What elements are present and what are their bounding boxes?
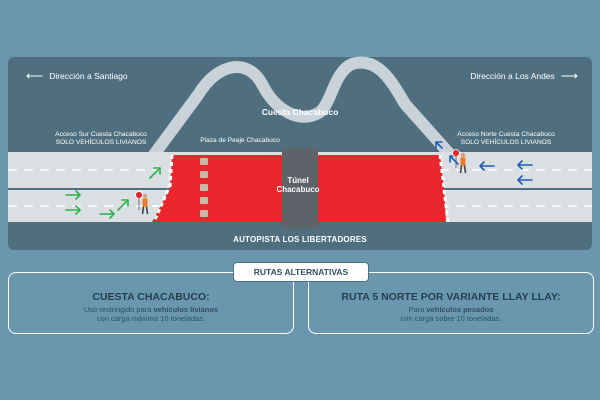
direction-los-andes: Dirección a Los Andes ⟶ [470,70,578,82]
alt-route-ruta5-line1-bold: vehículos pesados [426,305,494,314]
alt-route-ruta5-line2: con carga sobre 10 toneladas. [400,314,502,323]
arrow-left-icon: ⟵ [26,69,44,83]
alt-route-cuesta-line1-bold: vehículos livianos [153,305,219,314]
closure-zone-left [152,155,282,222]
acceso-norte-line2: SOLO VEHÍCULOS LIVIANOS [460,139,552,146]
direction-santiago-label: Dirección a Santiago [49,71,128,81]
worker-left [135,191,149,215]
alternatives-title: RUTAS ALTERNATIVAS [233,262,369,282]
tunnel-line2: Chacabuco [276,185,320,194]
cuesta-road [144,56,461,166]
acceso-sur-line1: Acceso Sur Cuesta Chacabuco [55,131,147,138]
alt-route-ruta5-heading: RUTA 5 NORTE POR VARIANTE LLAY LLAY: [341,291,561,303]
tunnel-block [282,148,318,228]
green-arrows [65,167,161,219]
autopista-label: AUTOPISTA LOS LIBERTADORES [233,235,367,244]
arrow-right-icon: ⟶ [560,69,578,83]
direction-santiago: ⟵ Dirección a Santiago [26,70,128,82]
acceso-norte-line1: Acceso Norte Cuesta Chacabuco [457,131,555,138]
barrier-left [168,154,174,189]
cuesta-label: Cuesta Chacabuco [261,107,339,117]
barrier-left-lower [152,189,170,223]
closure-zone-right [318,155,446,222]
alt-route-cuesta-line2: con carga máxima 10 toneladas. [96,314,206,323]
acceso-norte-label: Acceso Norte Cuesta Chacabuco SOLO VEHÍC… [440,131,572,147]
alt-route-cuesta-line1-text: Uso restringido para [83,305,154,314]
alt-route-ruta5-line1: Para vehículos pesados [309,305,593,314]
barrier-right [438,154,446,189]
alt-route-ruta5: RUTA 5 NORTE POR VARIANTE LLAY LLAY: Par… [308,272,594,334]
direction-los-andes-label: Dirección a Los Andes [470,71,555,81]
tunnel-label: Túnel Chacabuco [268,176,328,194]
alt-route-cuesta: CUESTA CHACABUCO: Uso restringido para v… [8,272,294,334]
acceso-sur-line2: SOLO VEHÍCULOS LIVIANOS [55,139,147,146]
acceso-sur-label: Acceso Sur Cuesta Chacabuco SOLO VEHÍCUL… [40,131,162,147]
alt-route-cuesta-line1: Uso restringido para vehículos livianos [9,305,293,314]
alt-route-cuesta-heading: CUESTA CHACABUCO: [92,291,210,303]
tunnel-line1: Túnel [287,176,309,185]
toll-booths [200,158,208,217]
barrier-right-lower [442,189,450,223]
alt-route-ruta5-line1-text: Para [408,305,427,314]
worker-right [452,149,467,174]
peaje-label: Plaza de Peaje Chacabuco [200,137,280,144]
